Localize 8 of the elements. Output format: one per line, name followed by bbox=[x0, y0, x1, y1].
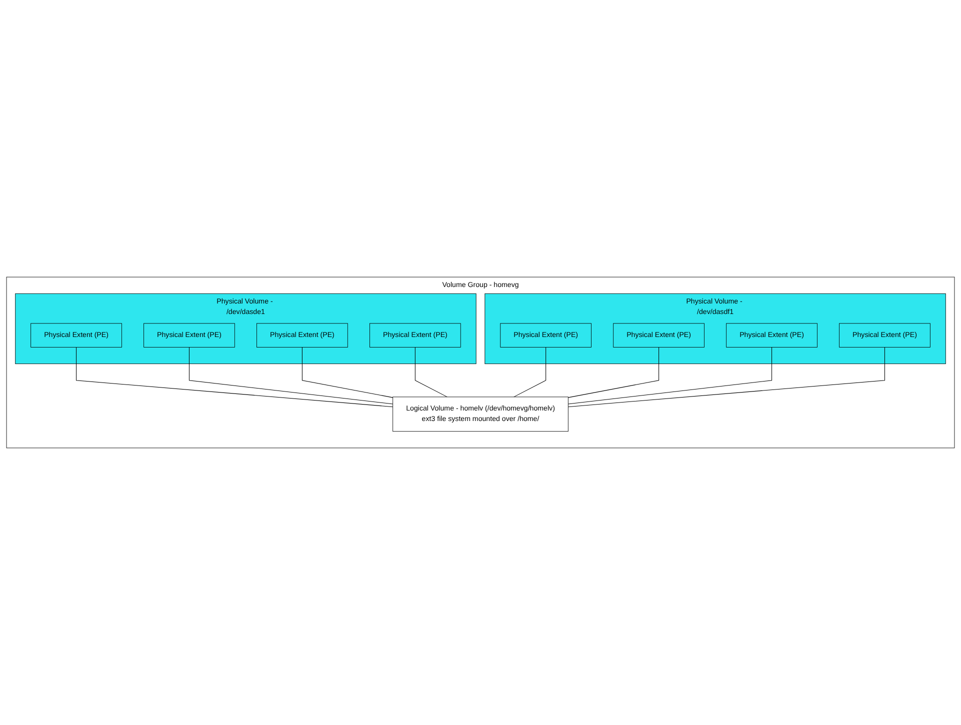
connector bbox=[514, 347, 546, 398]
connector bbox=[76, 347, 394, 408]
connector bbox=[414, 347, 448, 398]
connector bbox=[188, 347, 394, 404]
connector bbox=[568, 347, 772, 404]
connector bbox=[568, 347, 660, 398]
connector bbox=[302, 347, 394, 398]
connector bbox=[568, 347, 885, 408]
